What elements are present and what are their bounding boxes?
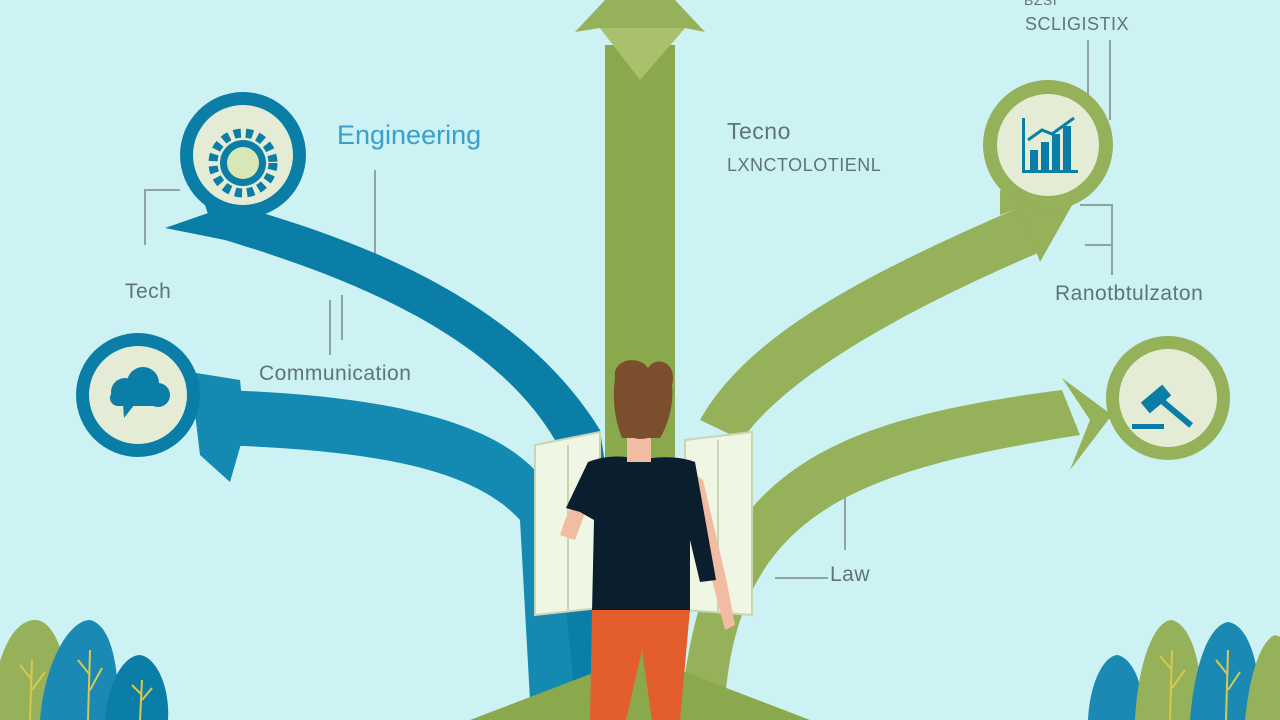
label-administration: Ranotbtulzaton bbox=[1055, 282, 1204, 305]
connector-lines bbox=[144, 40, 1113, 579]
shirt bbox=[566, 456, 716, 612]
growth-chart-icon bbox=[1022, 116, 1078, 173]
business-bubble bbox=[983, 80, 1113, 215]
label-technology-sub: LXNCTOLOTIENL bbox=[727, 155, 882, 175]
gear-icon bbox=[208, 128, 278, 198]
trees-right bbox=[1088, 620, 1280, 720]
person bbox=[534, 360, 753, 720]
path-law-arrowhead bbox=[1062, 378, 1112, 470]
label-communication: Communication bbox=[259, 362, 412, 385]
path-communication-arrowhead bbox=[190, 372, 245, 482]
cloud-chat-icon bbox=[110, 367, 170, 418]
ground-hill bbox=[470, 655, 810, 720]
path-business bbox=[700, 205, 1045, 440]
path-communication bbox=[220, 390, 575, 700]
label-law: Law bbox=[830, 563, 871, 586]
label-engineering: Engineering bbox=[337, 120, 482, 150]
path-law bbox=[682, 390, 1080, 700]
label-top-right: SCLIGISTIX bbox=[1025, 14, 1130, 34]
engineering-bubble bbox=[180, 92, 306, 235]
label-top-right-tiny: BZSI bbox=[1024, 0, 1058, 8]
label-technology: Tecno bbox=[727, 118, 791, 144]
communication-bubble bbox=[76, 333, 200, 457]
label-tech: Tech bbox=[125, 280, 172, 303]
gavel-icon bbox=[1132, 384, 1194, 429]
pants bbox=[590, 610, 690, 720]
center-arrow-shade bbox=[600, 28, 685, 80]
law-bubble bbox=[1106, 336, 1230, 460]
trees-left bbox=[0, 620, 169, 720]
